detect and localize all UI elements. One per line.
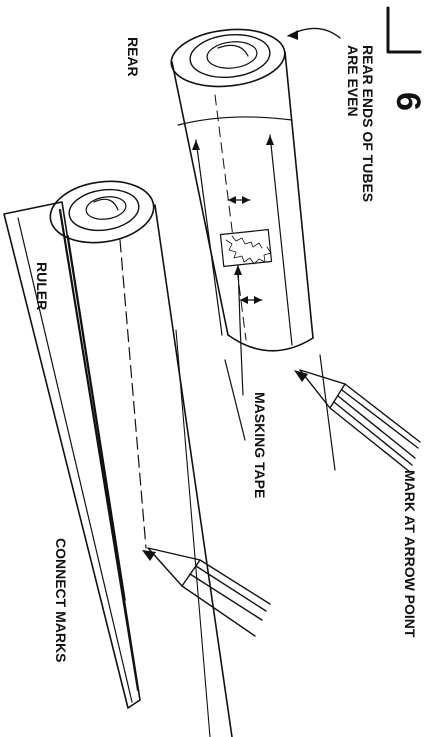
ruler-edge bbox=[17, 217, 133, 703]
label-rear-ends-line1: REAR ENDS OF TUBES bbox=[360, 45, 376, 202]
label-rear-ends-line2: ARE EVEN bbox=[345, 45, 361, 117]
inner-tube-rear-end bbox=[189, 34, 271, 78]
measure-arrows bbox=[192, 134, 293, 346]
pencil-body bbox=[181, 559, 271, 637]
pencil-lead bbox=[294, 370, 308, 382]
pencil-body bbox=[329, 383, 421, 473]
label-rear: REAR bbox=[125, 37, 141, 77]
inner-tube-roll bbox=[206, 41, 258, 69]
center-mark-line bbox=[214, 94, 247, 341]
lower-tube-rear-end bbox=[49, 180, 155, 244]
outer-tube-front-end bbox=[227, 334, 314, 352]
masking-tape-patch bbox=[219, 228, 273, 268]
ruler-body bbox=[3, 201, 141, 709]
connect-line bbox=[119, 239, 147, 549]
tape-pointer bbox=[237, 264, 244, 396]
step-indicator: 6 bbox=[386, 6, 427, 111]
tape-pointer-head bbox=[234, 265, 242, 275]
label-mark-at-arrow-point: MARK AT ARROW POINT bbox=[402, 470, 418, 638]
label-connect-marks: CONNECT MARKS bbox=[53, 538, 69, 662]
tube-rear-end bbox=[170, 28, 286, 88]
lower-inner-roll bbox=[85, 196, 127, 220]
rear-ends-pointer-head bbox=[288, 30, 298, 40]
inner-tube-roll-curl bbox=[217, 44, 249, 57]
upper-pencil bbox=[294, 369, 421, 473]
inner-tube-edge bbox=[224, 359, 246, 441]
inner-tube-edge bbox=[319, 354, 336, 471]
label-masking-tape: MASKING TAPE bbox=[252, 392, 268, 498]
pencil-cone bbox=[147, 547, 201, 587]
step-box bbox=[386, 6, 422, 54]
lower-inner-roll-curl bbox=[93, 198, 119, 211]
band-line bbox=[177, 116, 293, 126]
lower-tube-assembly bbox=[3, 180, 233, 737]
upper-tube-assembly bbox=[170, 28, 336, 471]
lower-tube-body bbox=[67, 204, 233, 737]
ruler-marking-edge bbox=[58, 208, 140, 692]
lower-tube-edge bbox=[175, 329, 211, 737]
label-ruler: RULER bbox=[34, 262, 50, 310]
step-number: 6 bbox=[389, 92, 427, 111]
outer-tube-body bbox=[171, 51, 314, 339]
lower-pencil bbox=[142, 547, 271, 637]
lower-inner-tube-end bbox=[68, 188, 140, 232]
